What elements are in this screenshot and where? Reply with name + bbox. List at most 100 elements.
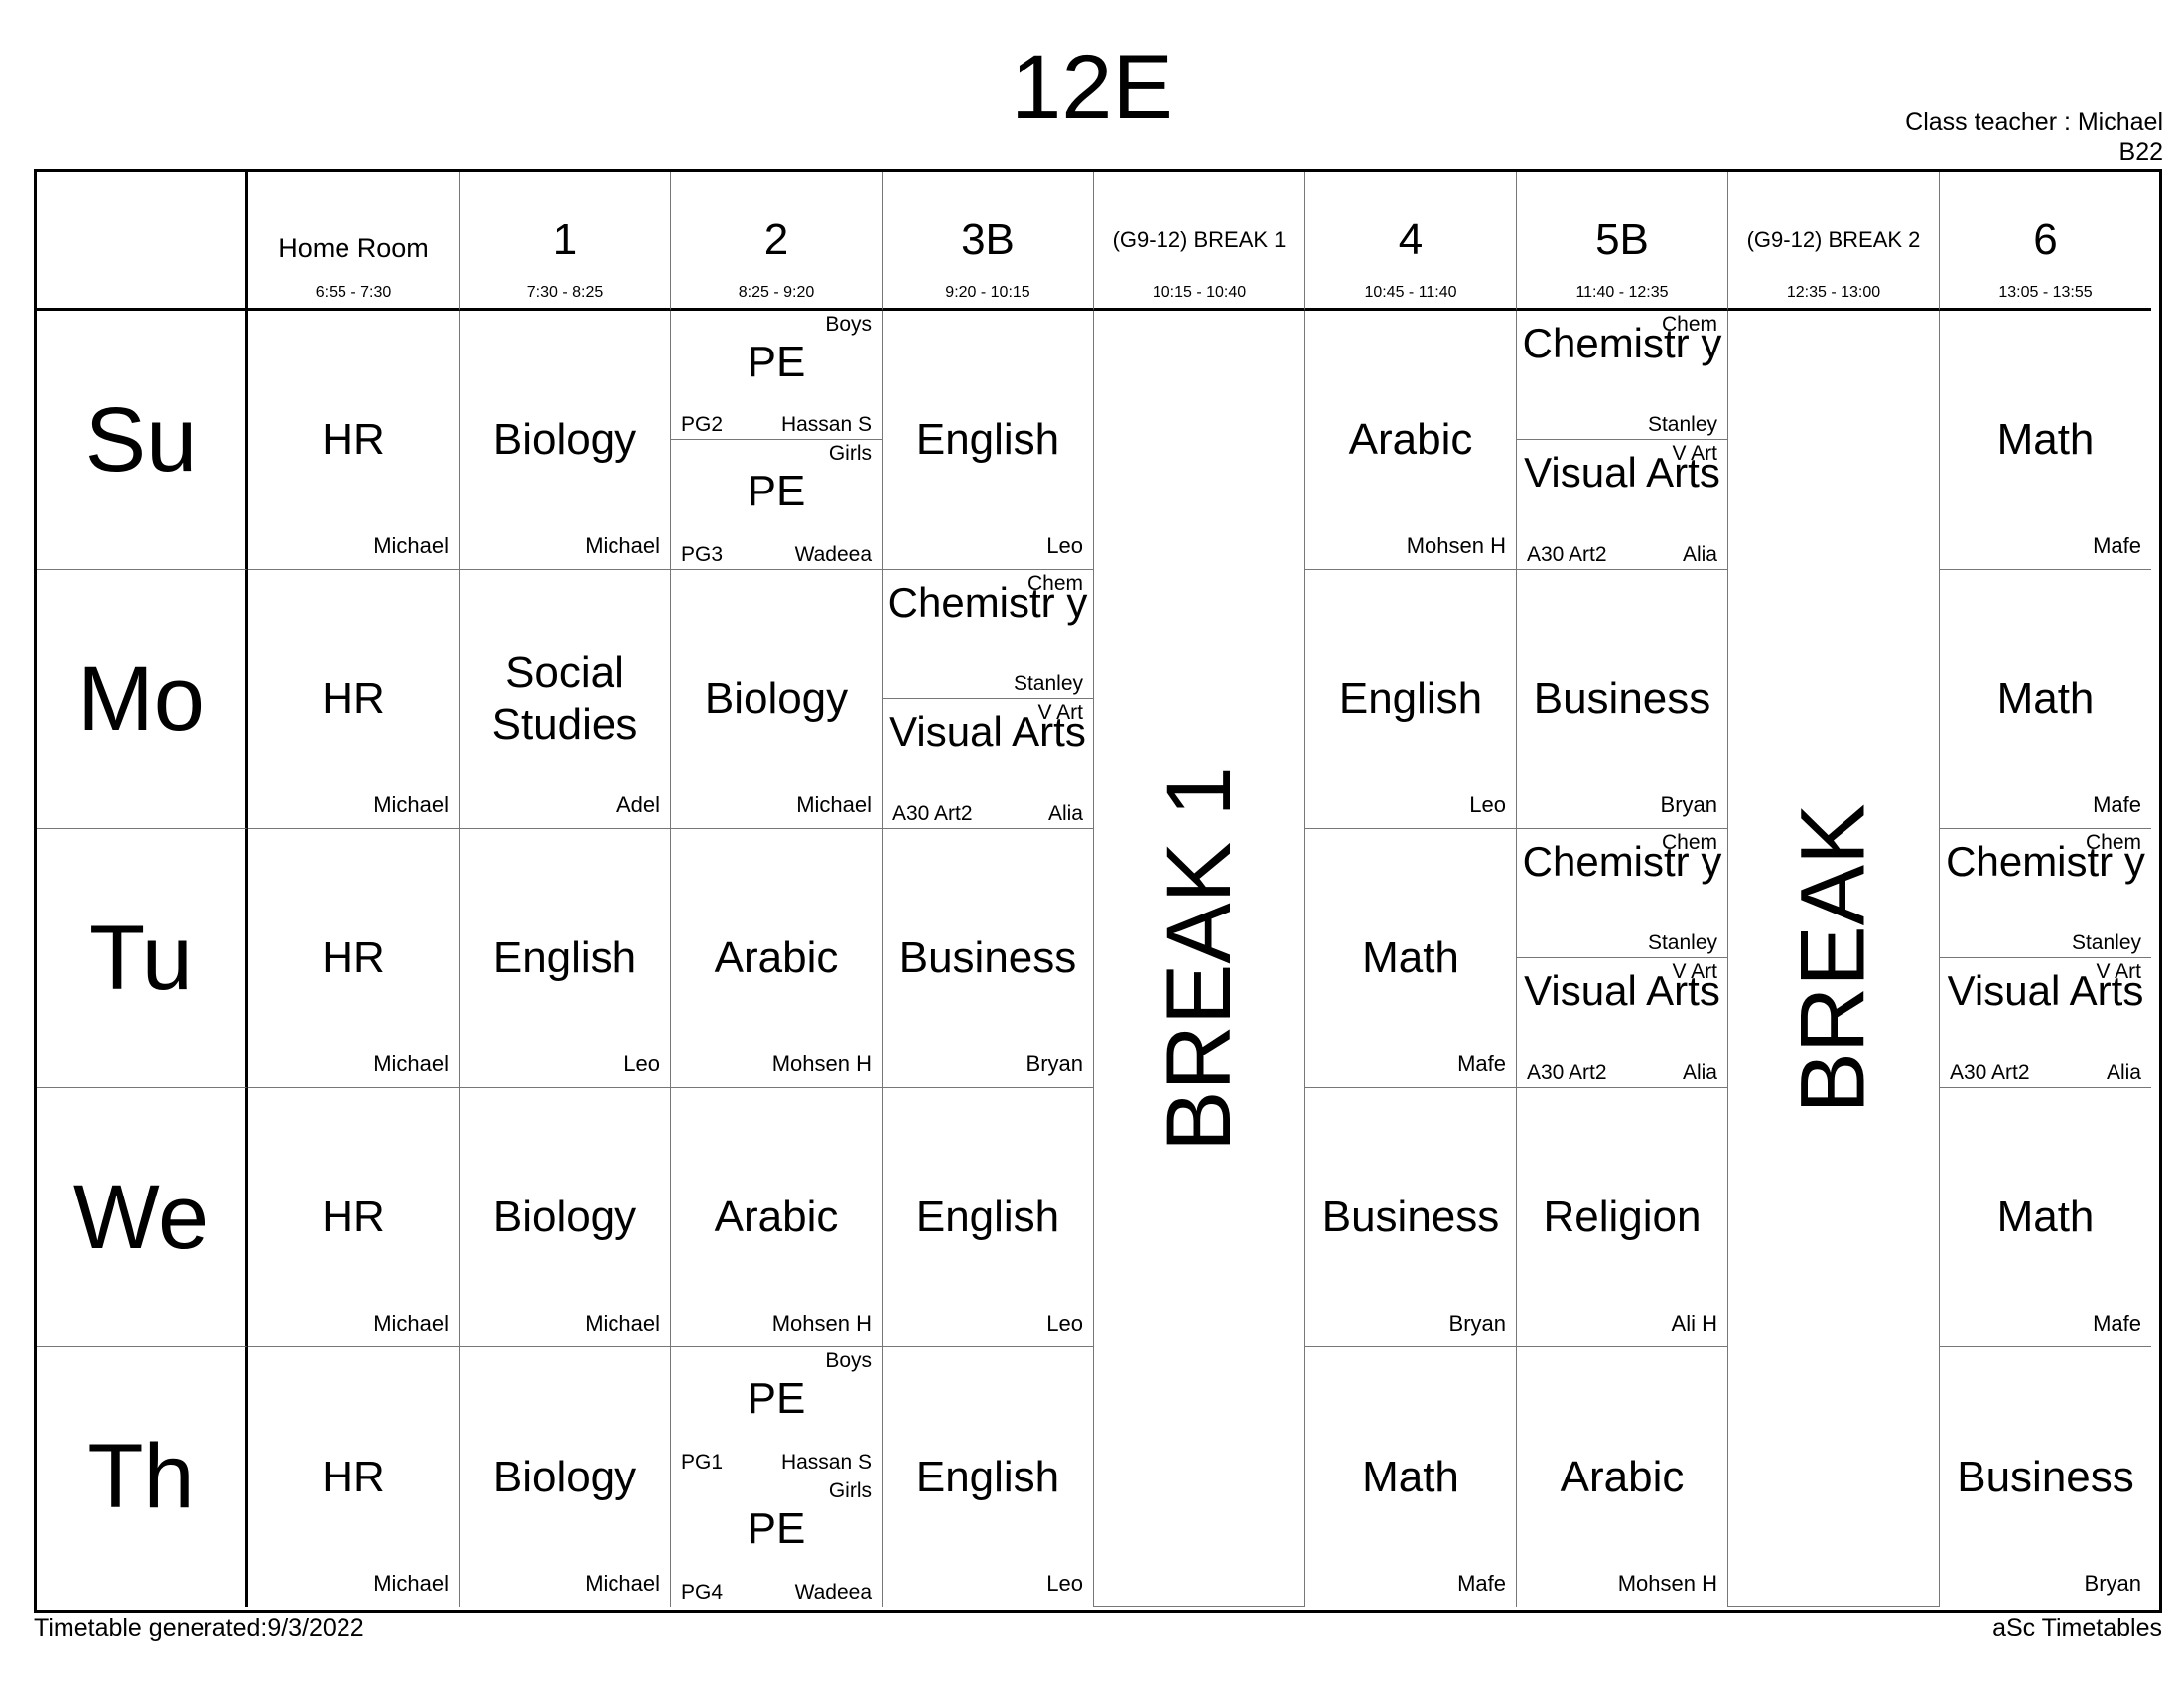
lesson-teacher: Michael	[796, 792, 872, 817]
lesson-subject: Arabic	[1560, 1452, 1685, 1501]
class-teacher: Class teacher : Michael	[1905, 108, 2163, 136]
lesson-subject: PE	[747, 338, 806, 386]
lesson-teacher: Bryan	[1448, 1311, 1506, 1336]
timetable-title: 12E	[1011, 37, 1173, 138]
lesson-subject: Biology	[492, 1193, 637, 1241]
lesson-subject: Math	[1996, 674, 2095, 723]
lesson-subject: Business	[1321, 1193, 1500, 1241]
lesson-room: PG2	[681, 413, 724, 436]
period-time: 11:40 - 12:35	[1575, 284, 1669, 301]
lesson-subject: Arabic	[1348, 415, 1473, 464]
lesson-subject: Math	[1362, 933, 1459, 982]
period-time: 9:20 - 10:15	[945, 284, 1030, 301]
lesson-room: PG4	[681, 1581, 724, 1604]
lesson-subject: PE	[747, 467, 806, 515]
lesson-teacher: Mohsen H	[1617, 1571, 1717, 1596]
lesson-subject: HR	[322, 674, 385, 723]
day-label: Mo	[37, 570, 248, 829]
lesson-subject: Religion	[1543, 1193, 1702, 1241]
lesson-teacher: Michael	[373, 1311, 449, 1336]
lesson-group-name: Girls	[828, 1478, 872, 1502]
lesson-teacher: Michael	[373, 533, 449, 558]
lesson-teacher: Mafe	[1457, 1052, 1506, 1076]
lesson-teacher: Stanley	[1647, 931, 1717, 954]
lesson-teacher: Mohsen H	[771, 1311, 872, 1336]
period-time: 6:55 - 7:30	[315, 284, 392, 301]
lesson-group-name: Girls	[828, 442, 872, 465]
lesson-subject: Biology	[704, 674, 849, 723]
lesson-subject: English	[915, 415, 1060, 464]
lesson-subject: Math	[1996, 415, 2095, 464]
period-name: (G9-12) BREAK 1	[1112, 227, 1287, 252]
lesson-group-name: V Art	[1672, 442, 1717, 465]
lesson-teacher: Michael	[585, 1571, 660, 1596]
period-time: 10:15 - 10:40	[1152, 284, 1247, 301]
lesson-room: PG1	[681, 1450, 724, 1474]
lesson-subject: Visual Arts	[889, 708, 1086, 755]
lesson-group-name: Chem	[1661, 831, 1717, 854]
lesson-teacher: Mafe	[2093, 1311, 2141, 1336]
lesson-teacher: Michael	[585, 1311, 660, 1336]
lesson-teacher: Hassan S	[780, 1450, 872, 1474]
lesson-group-name: Boys	[825, 313, 872, 336]
lesson-teacher: Stanley	[2071, 931, 2141, 954]
lesson-subject: PE	[747, 1374, 806, 1423]
lesson-room: A30 Art2	[1527, 1061, 1607, 1084]
lesson-teacher: Alia	[2106, 1061, 2141, 1084]
lesson-subject: English	[915, 1452, 1060, 1501]
lesson-teacher: Mafe	[2093, 792, 2141, 817]
lesson-teacher: Leo	[1046, 1571, 1083, 1596]
lesson-subject: English	[492, 933, 637, 982]
break-1-label: BREAK 1	[1148, 765, 1250, 1152]
lesson-subject: Chemistr y	[1946, 838, 2145, 885]
lesson-subject: Visual Arts	[1524, 967, 1720, 1014]
period-time: 7:30 - 8:25	[526, 284, 604, 301]
lesson-subject: Business	[1957, 1452, 2134, 1501]
break-2-column: BREAK	[1728, 311, 1940, 1607]
lesson-subject: HR	[322, 1193, 385, 1241]
period-time: 12:35 - 13:00	[1786, 284, 1881, 301]
lesson-teacher: Alia	[1682, 543, 1717, 566]
period-name: 6	[2033, 215, 2058, 264]
lesson-teacher: Bryan	[1660, 792, 1717, 817]
lesson-teacher: Mafe	[2093, 533, 2141, 558]
lesson-teacher: Alia	[1047, 802, 1083, 825]
lesson-subject: Chemistr y	[1522, 838, 1722, 885]
lesson-subject: Visual Arts	[1524, 449, 1720, 495]
lesson-teacher: Michael	[373, 1571, 449, 1596]
lesson-subject: Chemistr y	[887, 579, 1088, 626]
